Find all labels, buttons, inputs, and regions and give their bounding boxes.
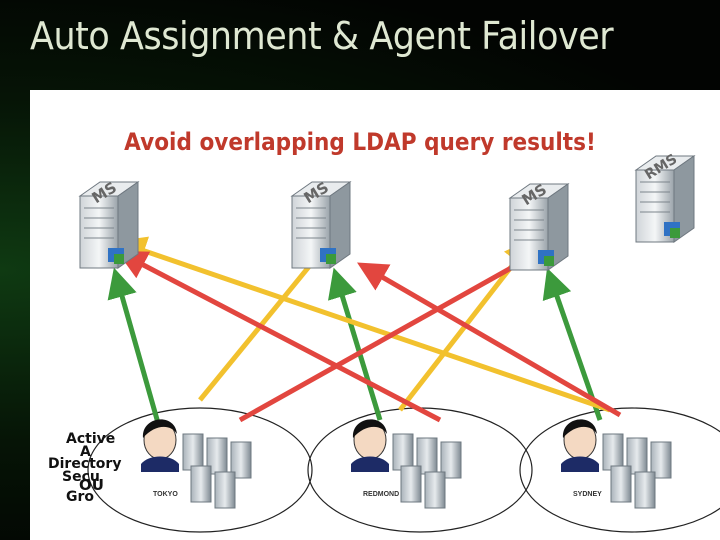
server-rms: RMS — [636, 151, 694, 242]
arrow-red-tokyo — [240, 245, 552, 420]
site-label-tokyo: TOKYO — [153, 491, 178, 498]
arrow-green-tokyo — [118, 282, 160, 430]
label-gro: Gro — [66, 490, 94, 505]
site-label-redmond: REDMOND — [363, 491, 399, 498]
site-label-sydney: SYDNEY — [573, 491, 602, 498]
site-redmond: REDMOND — [351, 419, 461, 508]
site-sydney: SYDNEY — [561, 419, 671, 508]
site-tokyo: TOKYO — [141, 419, 251, 508]
user-avatar — [351, 419, 389, 472]
server-rack-cluster — [603, 434, 671, 508]
server-ms-3: MS — [510, 180, 568, 270]
user-avatar — [561, 419, 599, 472]
server-rack-cluster — [183, 434, 251, 508]
server-rack-cluster — [393, 434, 461, 508]
server-ms-2: MS — [292, 178, 350, 268]
user-avatar — [141, 419, 179, 472]
server-ms-1: MS — [80, 178, 138, 268]
arrow-yellow-tokyo — [200, 247, 325, 400]
